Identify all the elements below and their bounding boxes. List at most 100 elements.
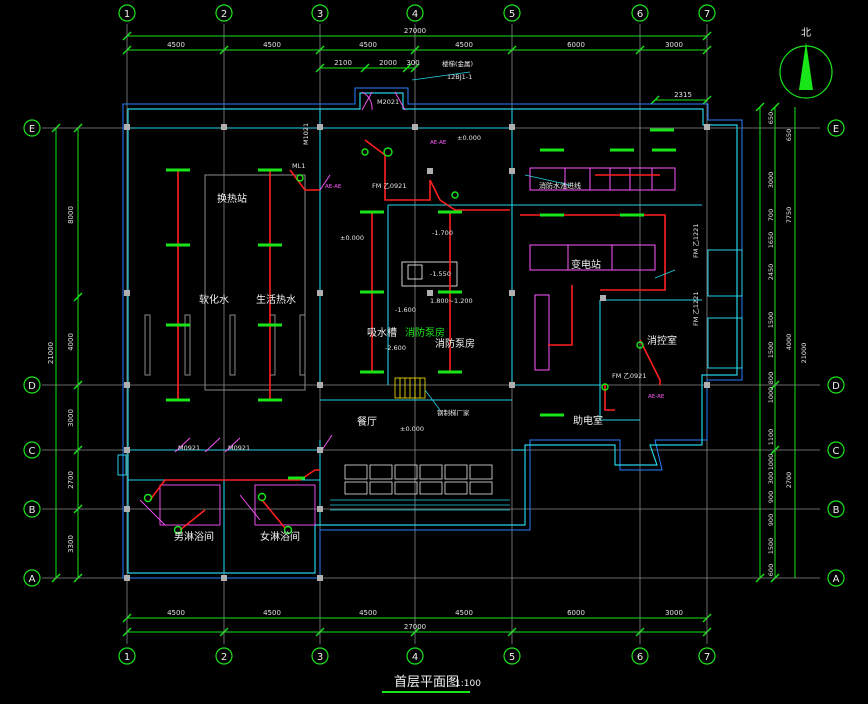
dim-right-fine-13: 300 [767,472,775,484]
axis-label-bottom-4: 4 [412,652,418,663]
axis-label-left-A: A [29,574,36,585]
dim-top-total: 27000 [404,27,426,35]
north-arrow-needle [799,42,813,90]
dim-top-extra: 2315 [674,91,692,99]
axis-label-top-2: 2 [221,9,227,20]
note-ae-3: AE-AE [648,394,665,400]
note-ae-2: AE-AE [325,184,342,190]
dim-right-fine-14: 900 [767,491,775,503]
entry-ref: 12BJ1-1 [447,73,472,81]
elev-zero-b: ±0.000 [340,234,364,242]
dim-bottom-span-6: 3000 [665,609,683,617]
axis-label-left-E: E [29,124,35,135]
dim-right-outer-b: 4000 [785,334,793,351]
axis-label-top-7: 7 [704,9,710,20]
dim-right-fine-5: 1650 [767,232,775,249]
dim-right-fine-2: 650 [785,129,793,141]
entry-note: 楼梯(金属) [442,59,473,68]
leader-lines [411,71,676,411]
axis-label-left-C: C [29,446,36,457]
dim-right-fine-11: 1100 [767,429,775,446]
axis-label-right-A: A [833,574,840,585]
dim-top-span-3: 4500 [359,41,377,49]
axis-label-bottom-2: 2 [221,652,227,663]
dim-top-span-1: 4500 [167,41,185,49]
drawing-title-text: 首层平面图 [394,675,459,690]
dim-right-fine-9: 800 [767,372,775,384]
axis-label-bottom-6: 6 [637,652,643,663]
dim-bottom-span-1: 4500 [167,609,185,617]
dimension-texts-right: 21000 7750 4000 2700 650 650 3000 700 16… [767,112,808,576]
dim-bottom-span-5: 6000 [567,609,585,617]
room-suction-well: 吸水槽 [367,326,397,339]
dim-top-span-4: 4500 [455,41,473,49]
dim-right-total: 21000 [800,343,808,364]
axis-label-bottom-5: 5 [509,652,515,663]
dim-right-outer-c: 2700 [785,472,793,489]
dim-left-total: 21000 [47,342,55,364]
ml1-label: ML1 [292,162,305,170]
dim-top-sub-2: 2000 [379,59,397,67]
dim-top-span-6: 3000 [665,41,683,49]
dim-right-fine-15: 900 [767,514,775,526]
dim-right-fine-12: 1000 [767,454,775,471]
axis-label-top-1: 1 [124,9,130,20]
dimension-texts: 27000 4500 4500 4500 4500 6000 3000 2100… [167,27,692,631]
pipe-supports [166,128,676,480]
elev-m2600: -2.600 [385,344,406,352]
dim-left-span-4: 3300 [67,535,75,553]
dim-right-outer-a: 7750 [785,207,793,224]
elev-m1550: -1.550 [430,270,451,278]
axis-label-bottom-1: 1 [124,652,130,663]
dim-right-fine-7: 1500 [767,312,775,329]
axis-label-bottom-3: 3 [317,652,323,663]
room-firefighting-pump: 消防泵房 [435,337,475,350]
dim-left-span-1: 4000 [67,333,75,351]
dim-top-sub-3: 300 [406,59,419,67]
axis-label-right-B: B [833,505,840,516]
axis-label-bottom-7: 7 [704,652,710,663]
stair-note: 钢制梯厂家 [437,408,470,417]
dim-right-fine-1: 650 [767,112,775,124]
fire-water-line-label: 消防水池进线 [539,181,581,190]
dim-top-span-2: 4500 [263,41,281,49]
doors [139,91,406,526]
room-softened-water: 软化水 [199,293,229,306]
dim-top-span-5: 6000 [567,41,585,49]
dim-right-fine-10: 1000 [767,387,775,404]
axis-label-left-D: D [28,381,36,392]
dim-bottom-span-2: 4500 [263,609,281,617]
dim-top-sub-1: 2100 [334,59,352,67]
dim-right-fine-17: 600 [767,564,775,576]
axis-label-right-D: D [832,381,840,392]
axis-bubble-labels: 1 2 3 4 5 6 7 1 2 3 4 5 6 7 E D C B A E … [28,9,840,663]
dim-left-outer: 8000 [67,206,75,224]
door-m2021-label: M2021 [377,98,399,106]
door-m1021-label: M1021 [302,123,310,145]
dim-right-fine-3: 3000 [767,172,775,189]
fm-b1221b-label: FM 乙1221 [692,292,700,326]
axis-label-top-3: 3 [317,9,323,20]
room-duty: 助电室 [573,414,603,427]
dim-right-fine-16: 1500 [767,538,775,555]
north-arrow: 北 [779,27,833,99]
axis-label-right-C: C [833,446,840,457]
dim-bottom-span-4: 4500 [455,609,473,617]
dim-bottom-span-3: 4500 [359,609,377,617]
dim-right-fine-6: 2450 [767,264,775,281]
room-female-shower: 女淋浴间 [260,530,300,543]
axis-label-right-E: E [833,124,839,135]
note-ae-1: AE-AE [430,140,447,146]
elev-zero-c: ±0.000 [400,425,424,433]
dim-right-fine-4: 700 [767,209,775,221]
room-transformer: 变电站 [571,258,601,271]
axis-label-left-B: B [29,505,36,516]
elev-m1600: -1.600 [395,306,416,314]
drawing-title-scale: 1:100 [455,679,481,689]
axis-label-top-6: 6 [637,9,643,20]
building-walls [117,87,743,579]
dim-left-span-2: 3000 [67,409,75,427]
axis-bubbles [23,4,845,665]
elev-m1700: -1.700 [432,229,453,237]
